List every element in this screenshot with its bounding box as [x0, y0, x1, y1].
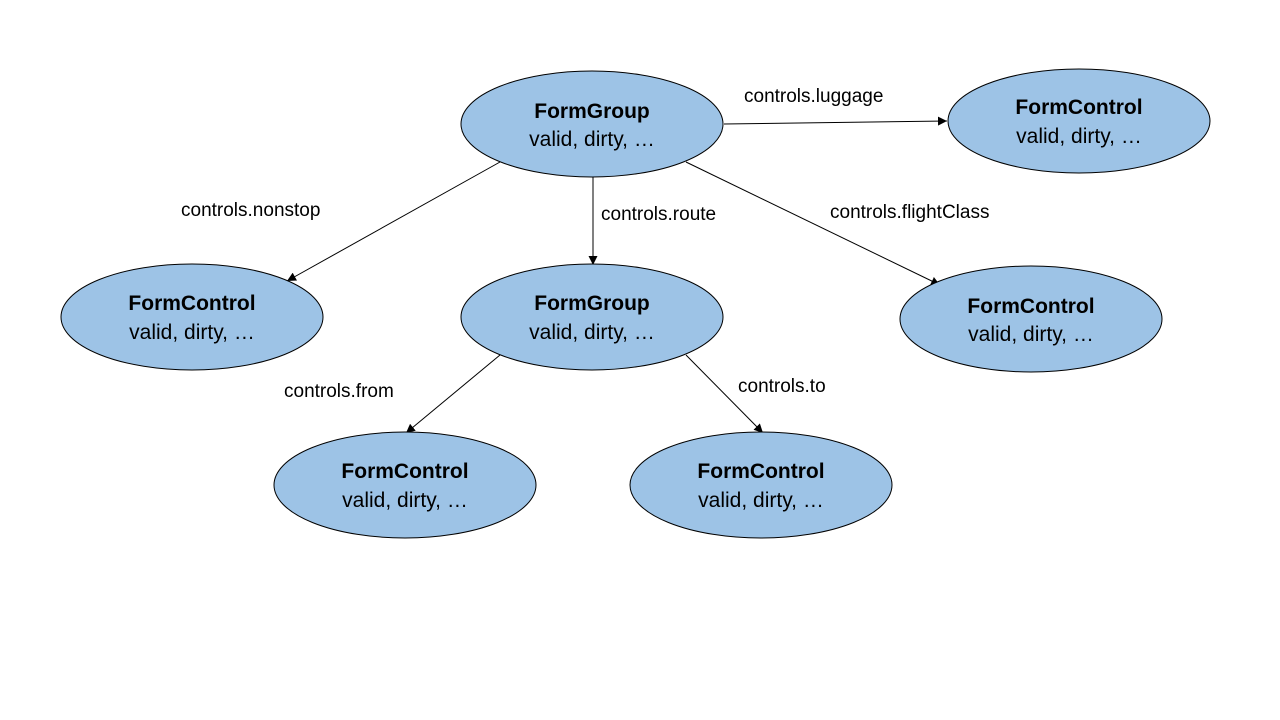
- node-luggage-title: FormControl: [1015, 96, 1142, 119]
- edge-label-route: controls.route: [601, 204, 716, 225]
- node-luggage-subtitle: valid, dirty, …: [1016, 125, 1142, 148]
- edge-luggage: [723, 116, 948, 126]
- node-from-title: FormControl: [341, 460, 468, 483]
- node-route: FormGroup valid, dirty, …: [460, 263, 724, 371]
- node-route-title: FormGroup: [534, 292, 650, 315]
- node-from-ellipse: [273, 431, 537, 539]
- edge-label-to: controls.to: [738, 376, 826, 397]
- node-from: FormControl valid, dirty, …: [273, 431, 537, 539]
- edge-from: [405, 354, 501, 434]
- node-nonstop: FormControl valid, dirty, …: [60, 263, 324, 371]
- edge-label-from: controls.from: [284, 381, 394, 402]
- node-nonstop-ellipse: [60, 263, 324, 371]
- node-flight-class-subtitle: valid, dirty, …: [968, 323, 1094, 346]
- edge-label-nonstop: controls.nonstop: [181, 200, 320, 221]
- node-to: FormControl valid, dirty, …: [629, 431, 893, 539]
- edges: [286, 116, 948, 434]
- node-flight-class-title: FormControl: [967, 295, 1094, 318]
- node-route-subtitle: valid, dirty, …: [529, 321, 655, 344]
- node-to-ellipse: [629, 431, 893, 539]
- node-flight-class-ellipse: [899, 265, 1163, 373]
- node-route-ellipse: [460, 263, 724, 371]
- node-from-subtitle: valid, dirty, …: [342, 489, 468, 512]
- node-root-ellipse: [460, 70, 724, 178]
- node-nonstop-title: FormControl: [128, 292, 255, 315]
- edge-label-flight-class: controls.flightClass: [830, 202, 989, 223]
- node-flight-class: FormControl valid, dirty, …: [899, 265, 1163, 373]
- node-root-subtitle: valid, dirty, …: [529, 128, 655, 151]
- node-root-title: FormGroup: [534, 100, 650, 123]
- node-to-subtitle: valid, dirty, …: [698, 489, 824, 512]
- node-luggage: FormControl valid, dirty, …: [947, 68, 1211, 174]
- node-to-title: FormControl: [697, 460, 824, 483]
- edge-to: [685, 354, 764, 434]
- edge-flight-class: [685, 161, 941, 286]
- node-luggage-ellipse: [947, 68, 1211, 174]
- edge-labels: controls.luggage controls.nonstop contro…: [181, 86, 989, 402]
- edge-nonstop: [286, 161, 501, 282]
- edge-label-luggage: controls.luggage: [744, 86, 883, 107]
- node-nonstop-subtitle: valid, dirty, …: [129, 321, 255, 344]
- node-root: FormGroup valid, dirty, …: [460, 70, 724, 178]
